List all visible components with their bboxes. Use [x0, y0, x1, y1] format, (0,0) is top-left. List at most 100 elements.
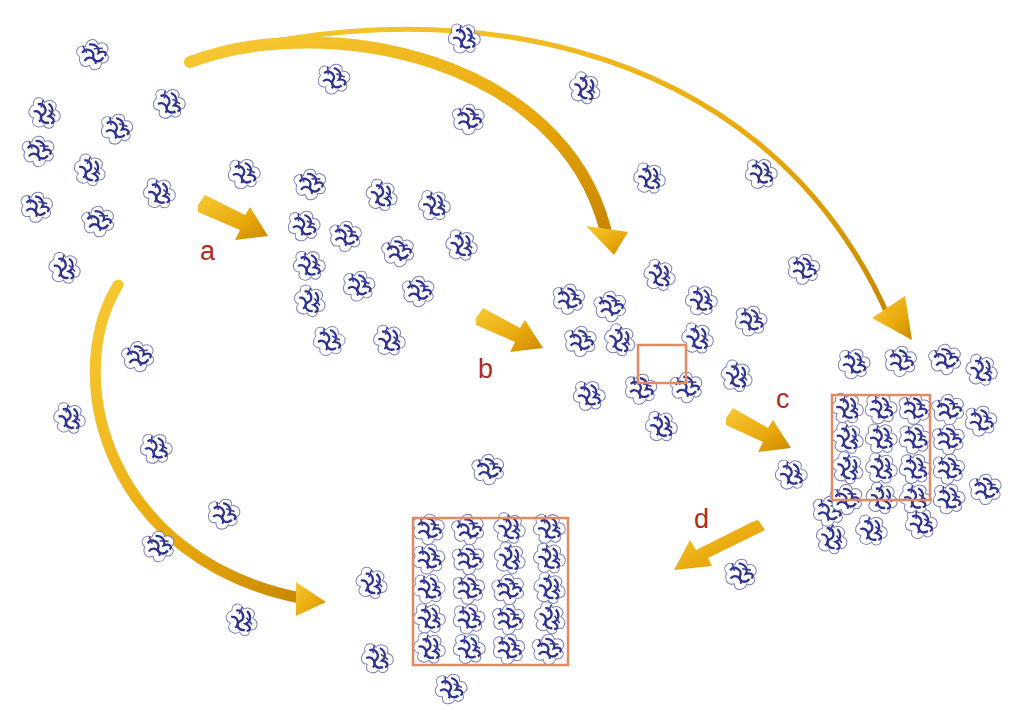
step-letter: c [776, 386, 790, 413]
unit-cell-boxes [413, 345, 930, 665]
protein-molecule [716, 357, 757, 396]
protein-molecule [69, 151, 110, 191]
protein-molecule [684, 284, 719, 317]
protein-molecule [564, 69, 606, 109]
straight-arrow [726, 408, 791, 452]
protein-molecule [447, 23, 482, 56]
protein-molecule [206, 497, 242, 531]
protein-molecule [327, 218, 365, 255]
protein-molecule [490, 510, 529, 547]
protein-molecule [865, 394, 897, 424]
protein-molecule [838, 349, 871, 379]
protein-molecule [640, 257, 680, 295]
protein-molecule [590, 286, 631, 326]
protein-molecule [292, 250, 326, 282]
protein-molecule [139, 433, 173, 464]
protein-molecule [73, 34, 115, 75]
protein-molecule [453, 634, 486, 665]
protein-molecule [786, 252, 823, 286]
crystal-lattice [413, 518, 568, 665]
protein-molecule [411, 543, 446, 576]
protein-molecule [25, 95, 64, 132]
protein-molecule [899, 454, 932, 484]
protein-molecule [442, 227, 481, 264]
protein-molecules [18, 23, 1006, 705]
protein-molecule [489, 539, 530, 579]
protein-molecule [99, 112, 135, 146]
protein-molecule [561, 323, 600, 360]
protein-molecule [291, 165, 332, 204]
step-letter: b [478, 356, 493, 383]
protein-molecule [722, 556, 761, 593]
protein-molecule [864, 423, 899, 456]
protein-molecule [449, 100, 488, 138]
arrow-head [296, 582, 326, 616]
protein-molecule [139, 527, 179, 566]
protein-molecule [317, 63, 352, 95]
protein-molecule [399, 272, 439, 310]
protein-molecule [898, 423, 933, 455]
protein-molecule [550, 282, 587, 317]
protein-molecule [371, 323, 408, 358]
protein-molecule [678, 321, 716, 358]
protein-molecule [221, 601, 262, 641]
protein-molecule [630, 161, 668, 197]
protein-molecule [118, 336, 160, 377]
protein-molecule [829, 391, 866, 426]
protein-molecule [734, 305, 768, 337]
protein-molecule [529, 630, 570, 669]
protein-molecule [434, 673, 468, 704]
curved-arrow [190, 42, 605, 228]
protein-molecule [531, 541, 568, 576]
protein-molecule [882, 343, 920, 379]
protein-molecule [352, 564, 392, 603]
protein-molecule [931, 452, 968, 486]
protein-molecule [449, 540, 489, 578]
protein-molecule [488, 569, 529, 609]
protein-molecule [853, 513, 891, 549]
protein-molecule [50, 400, 89, 437]
step-letter: a [200, 238, 215, 265]
protein-molecule [933, 484, 966, 515]
protein-molecule [966, 470, 1006, 508]
protein-molecule [413, 575, 445, 604]
protein-molecule [491, 632, 527, 666]
protein-molecule [468, 450, 509, 490]
protein-molecule [643, 410, 680, 444]
protein-molecule [599, 320, 641, 361]
protein-molecule [828, 420, 868, 458]
crystal-nucleus [832, 395, 930, 500]
protein-molecule [152, 88, 186, 119]
straight-arrow [674, 520, 765, 570]
protein-molecule [416, 189, 452, 223]
protein-molecule [929, 420, 968, 458]
protein-molecule [573, 381, 606, 412]
arrow-head [586, 226, 628, 255]
protein-molecule [410, 631, 448, 668]
protein-molecule [928, 389, 969, 429]
protein-molecule [925, 339, 967, 379]
protein-molecule [529, 598, 571, 639]
unit-cell [638, 345, 686, 383]
protein-molecule [905, 509, 937, 539]
protein-molecule [359, 642, 395, 676]
protein-molecule [288, 211, 321, 242]
protein-molecule [45, 250, 85, 288]
protein-molecule [141, 176, 178, 211]
protein-molecule [228, 159, 260, 189]
protein-molecule [896, 391, 934, 427]
protein-molecule [862, 451, 900, 487]
curved-arrow [190, 29, 890, 320]
protein-molecule [361, 176, 402, 215]
protein-molecule [412, 602, 447, 635]
protein-molecule [489, 601, 528, 638]
protein-molecule [78, 201, 119, 241]
protein-molecule [378, 231, 420, 272]
protein-molecule [452, 603, 486, 635]
straight-arrow [198, 195, 268, 240]
protein-molecule [18, 189, 56, 225]
arrow-head [872, 296, 912, 340]
protein-molecule [289, 282, 330, 322]
curved-arrow [95, 285, 300, 598]
